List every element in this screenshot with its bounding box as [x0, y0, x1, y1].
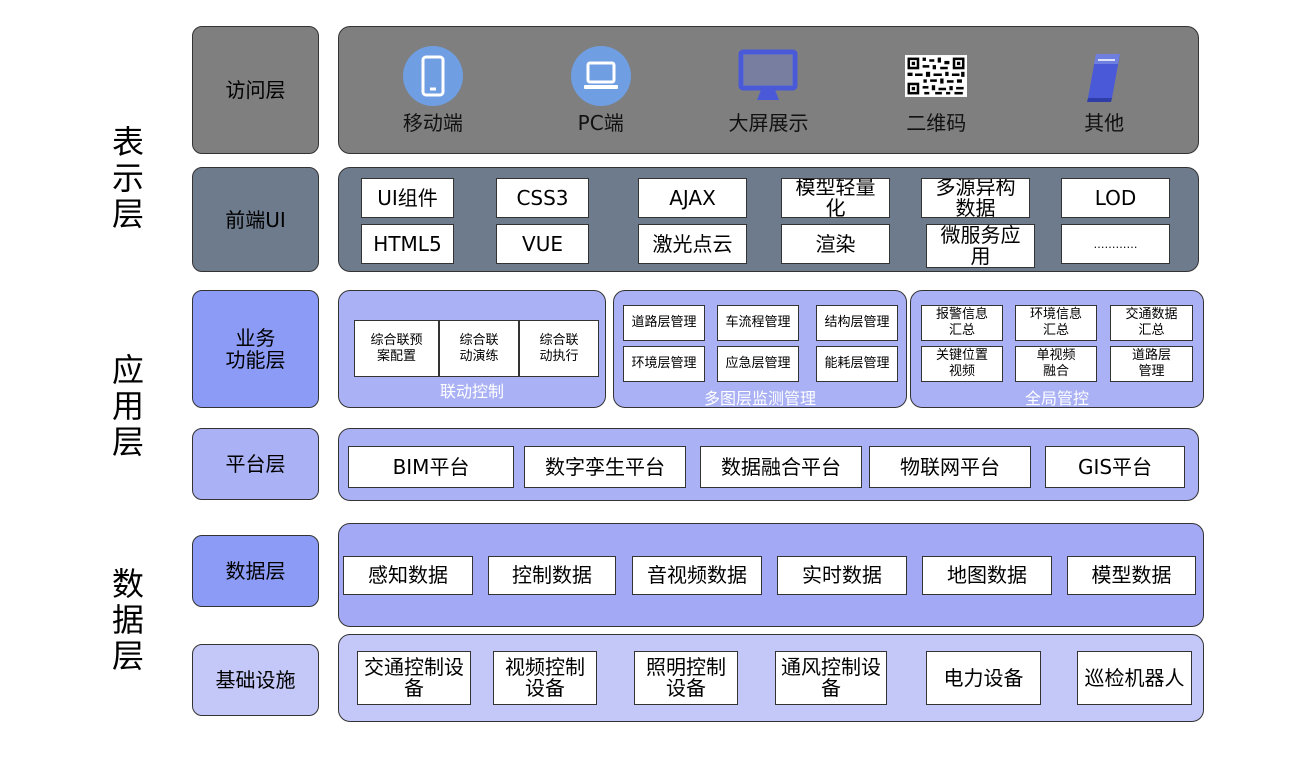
monitor-item: 车流程管理	[717, 305, 799, 341]
group-presentation-label: 表示层	[111, 123, 144, 233]
access-item-label: 大屏展示	[728, 111, 809, 135]
global-item: 关键位置 视频	[921, 346, 1003, 382]
monitor-icon	[737, 45, 799, 107]
qr-code-icon	[905, 45, 968, 107]
monitor-item: 结构层管理	[816, 305, 898, 341]
frontend-item: 微服务应用	[926, 224, 1035, 268]
platform-item: 数据融合平台	[700, 446, 862, 488]
monitor-item: 应急层管理	[717, 346, 799, 382]
platform-item: 物联网平台	[869, 446, 1031, 488]
infra-item: 交通控制设备	[357, 651, 471, 705]
monitor-caption: 多图层监测管理	[703, 389, 816, 408]
access-item-label: 移动端	[402, 111, 463, 135]
linkage-item: 综合联 动执行	[519, 320, 599, 377]
global-item: 环境信息 汇总	[1015, 305, 1097, 341]
access-item-mobile: 移动端	[368, 45, 498, 135]
data-item: 感知数据	[343, 556, 473, 595]
frontend-item: UI组件	[361, 178, 454, 218]
frontend-item: CSS3	[496, 178, 589, 218]
layer-data-label: 数据层	[192, 535, 319, 607]
data-item: 音视频数据	[632, 556, 762, 595]
infra-item: 照明控制设备	[634, 651, 738, 705]
layer-access-label: 访问层	[192, 26, 319, 154]
access-item-pc: PC端	[536, 45, 666, 135]
access-panel: 移动端 PC端 大屏展示	[338, 26, 1199, 154]
linkage-item: 综合联预 案配置	[354, 320, 439, 377]
group-data-label: 数据层	[111, 565, 144, 675]
layer-platform-label: 平台层	[192, 428, 319, 500]
linkage-item: 综合联 动演练	[439, 320, 519, 377]
laptop-icon	[570, 45, 632, 107]
frontend-item: VUE	[496, 224, 589, 264]
global-item: 道路层 管理	[1110, 346, 1193, 382]
frontend-item: HTML5	[361, 224, 454, 264]
monitor-item: 环境层管理	[623, 346, 705, 382]
frontend-item: 渲染	[781, 224, 890, 264]
mobile-phone-icon	[402, 45, 464, 107]
frontend-item: 模型轻量化	[781, 178, 890, 218]
frontend-item: 多源异构数据	[921, 178, 1030, 218]
access-item-other: 其他	[1039, 45, 1169, 135]
platform-item: GIS平台	[1045, 446, 1185, 488]
platform-item: 数字孪生平台	[524, 446, 686, 488]
infra-item: 巡检机器人	[1077, 651, 1192, 705]
data-item: 地图数据	[922, 556, 1052, 595]
frontend-item: LOD	[1061, 178, 1170, 218]
access-item-qrcode: 二维码	[871, 45, 1001, 135]
data-item: 实时数据	[777, 556, 907, 595]
frontend-panel	[338, 167, 1199, 272]
global-caption: 全局管控	[1024, 389, 1089, 408]
layer-frontend-label: 前端UI	[192, 167, 319, 272]
layer-infra-label: 基础设施	[192, 644, 319, 716]
infra-panel	[338, 634, 1204, 722]
access-item-label: 二维码	[906, 111, 967, 135]
frontend-item: 激光点云	[638, 224, 747, 264]
monitor-item: 能耗层管理	[816, 346, 898, 382]
linkage-caption: 联动控制	[439, 382, 504, 401]
infra-item: 视频控制设备	[493, 651, 597, 705]
global-item: 报警信息 汇总	[921, 305, 1003, 341]
book-icon	[1073, 45, 1135, 107]
group-application-label: 应用层	[111, 351, 144, 461]
global-item: 单视频 融合	[1015, 346, 1097, 382]
frontend-item: …………	[1061, 224, 1170, 264]
infra-item: 通风控制设备	[775, 651, 887, 705]
frontend-item: AJAX	[638, 178, 747, 218]
data-panel	[338, 523, 1204, 627]
data-item: 控制数据	[488, 556, 616, 595]
infra-item: 电力设备	[926, 651, 1041, 705]
global-item: 交通数据 汇总	[1110, 305, 1193, 341]
monitor-item: 道路层管理	[623, 305, 705, 341]
platform-item: BIM平台	[348, 446, 514, 488]
access-item-label: 其他	[1084, 111, 1125, 135]
access-item-label: PC端	[577, 111, 624, 135]
data-item: 模型数据	[1067, 556, 1196, 595]
access-item-bigscreen: 大屏展示	[703, 45, 833, 135]
layer-business-label: 业务 功能层	[192, 290, 319, 408]
